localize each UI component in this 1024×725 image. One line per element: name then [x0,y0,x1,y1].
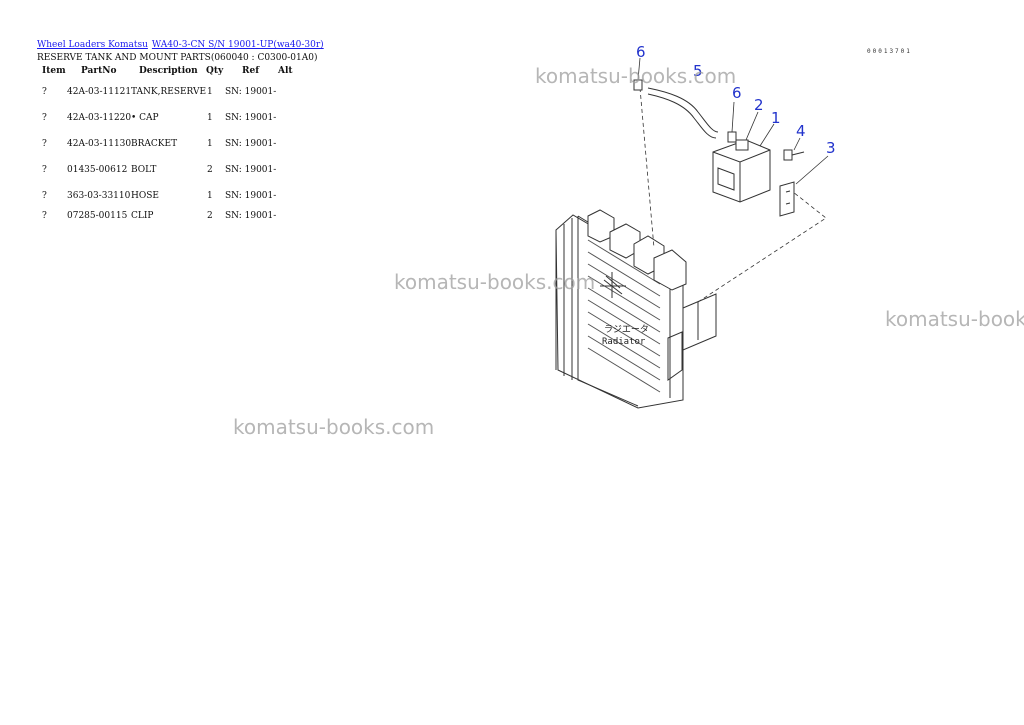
cell-qty: 1 [207,87,213,97]
diagram-ref-code: 00013701 [867,48,912,55]
callout-4: 4 [796,122,806,140]
watermark-3: komatsu-books.com [885,307,1024,331]
callout-3: 3 [826,139,836,157]
cell-partno: 07285-00115 [67,211,128,221]
cell-description: • CAP [131,113,159,123]
bolt-drawing [783,149,805,161]
cell-ref: SN: 19001- [225,139,277,149]
radiator-mount-bracket [682,293,717,351]
table-row: ? 42A-03-11220 • CAP 1 SN: 19001- [37,113,337,125]
callout-1: 1 [771,109,781,127]
header-description: Description [139,66,198,76]
cell-ref: SN: 19001- [225,211,277,221]
header-qty: Qty [206,66,224,76]
breadcrumb-link-wheel-loaders[interactable]: Wheel Loaders Komatsu [37,40,148,50]
header-ref: Ref [242,66,260,76]
cell-description: BOLT [131,165,157,175]
leader-lines [639,87,827,303]
table-row: ? 07285-00115 CLIP 2 SN: 19001- [37,211,337,223]
table-row: ? 42A-03-11130 BRACKET 1 SN: 19001- [37,139,337,151]
cell-item: ? [42,113,47,123]
cell-ref: SN: 19001- [225,165,277,175]
parts-diagram: ラジエータ Radiator [555,43,836,409]
cell-qty: 2 [207,165,213,175]
callout-lines [637,57,829,185]
cell-description: BRACKET [131,139,178,149]
watermark-4: komatsu-books.com [233,415,435,439]
cell-description: HOSE [131,191,159,201]
radiator-label: Radiator [602,337,646,347]
page-title: RESERVE TANK AND MOUNT PARTS(060040 : C0… [37,53,318,63]
cell-item: ? [42,165,47,175]
radiator-label-jp: ラジエータ [604,324,649,335]
header-partno: PartNo [81,66,117,76]
table-row: ? 363-03-33110 HOSE 1 SN: 19001- [37,191,337,203]
cell-qty: 1 [207,191,213,201]
breadcrumb-link-model[interactable]: WA40-3-CN S/N 19001-UP(wa40-30r) [151,40,324,50]
cell-partno: 42A-03-11121 [67,87,132,97]
cell-qty: 1 [207,139,213,149]
cell-item: ? [42,211,47,221]
reserve-tank-drawing [712,139,771,203]
cell-partno: 01435-00612 [67,165,128,175]
cell-description: CLIP [131,211,154,221]
clip-drawing-2 [727,131,737,143]
cell-partno: 42A-03-11130 [67,139,132,149]
cell-item: ? [42,191,47,201]
cell-ref: SN: 19001- [225,191,277,201]
callout-6b: 6 [732,84,742,102]
cell-ref: SN: 19001- [225,87,277,97]
cell-partno: 363-03-33110 [67,191,131,201]
header-alt: Alt [278,66,293,76]
callout-2: 2 [754,96,764,114]
cell-ref: SN: 19001- [225,113,277,123]
cell-qty: 1 [207,113,213,123]
watermark-2: komatsu-books.com [394,270,596,294]
radiator-drawing [555,209,687,409]
watermark-1: komatsu-books.com [535,64,737,88]
table-row: ? 42A-03-11121 TANK,RESERVE 1 SN: 19001- [37,87,337,99]
header-item: Item [42,66,66,76]
cell-description: TANK,RESERVE [131,87,207,97]
hose-drawing [647,87,719,139]
cell-qty: 2 [207,211,213,221]
cell-item: ? [42,87,47,97]
callout-5: 5 [693,62,703,80]
cell-item: ? [42,139,47,149]
bracket-drawing [779,181,795,217]
callout-6: 6 [636,43,646,61]
cell-partno: 42A-03-11220 [67,113,132,123]
table-row: ? 01435-00612 BOLT 2 SN: 19001- [37,165,337,177]
